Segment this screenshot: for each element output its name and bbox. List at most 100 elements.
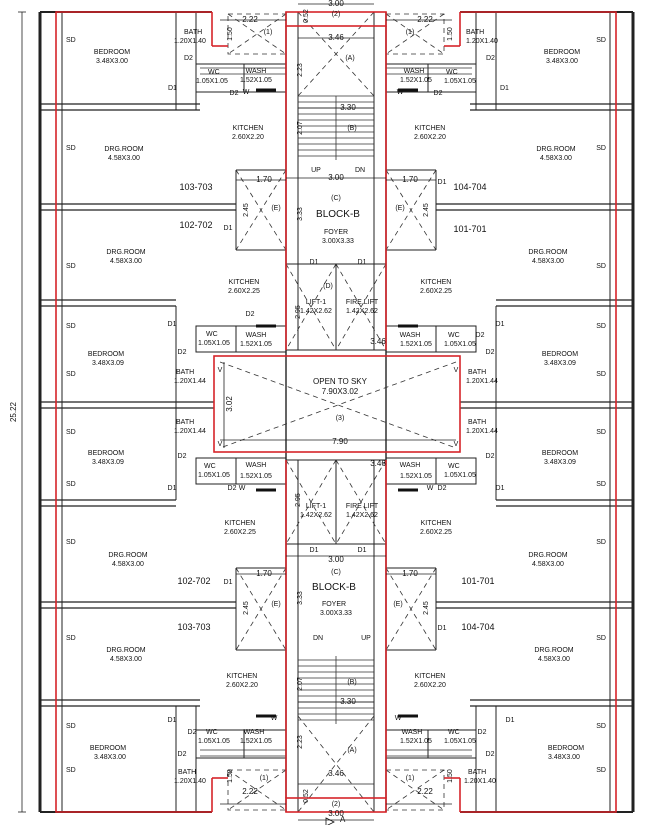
small-150-br: 1.50: [447, 769, 454, 783]
corridor-dim-bl: 2.22: [242, 787, 258, 796]
d2-r1: D2: [486, 55, 495, 62]
kitchen-dim-l5: 2.60X2.25: [224, 529, 256, 536]
w-r6: W: [395, 715, 402, 722]
drg-name-l5: DRG.ROOM: [108, 552, 147, 559]
sd-l3: SD: [66, 263, 76, 270]
top-marker-2: (2): [332, 11, 341, 18]
foyer-width-bottom: 3.00: [328, 555, 344, 564]
lift-name-bottom: LIFT-1: [306, 503, 326, 510]
kitchen-dim-l6: 2.60X2.20: [226, 682, 258, 689]
sd-l6b: SD: [66, 723, 76, 730]
sd-l4b: SD: [66, 481, 76, 488]
bedroom-name-r4: BEDROOM: [542, 450, 578, 457]
section-arrow-icon: [325, 817, 335, 825]
wash-name-l4: WASH: [246, 462, 267, 469]
wc-dim-l3: 1.05X1.05: [198, 340, 230, 347]
bedroom-dim-r1: 3.48X3.00: [546, 58, 578, 65]
corridor-dim-tl: 2.22: [242, 15, 258, 24]
drg-name-r2: DRG.ROOM: [536, 146, 575, 153]
e-height-bl: 2.45: [243, 601, 250, 615]
wash-dim-r3: 1.52X1.05: [400, 341, 432, 348]
marker-1-tl: (1): [264, 29, 273, 36]
marker-c-top: (C): [331, 195, 341, 202]
marker-c-bottom: (C): [331, 569, 341, 576]
bedroom-name-l6: BEDROOM: [90, 745, 126, 752]
e-width-tr: 1.70: [402, 175, 418, 184]
bedroom-name-r3: BEDROOM: [542, 351, 578, 358]
kitchen-dim-r2: 2.60X2.20: [414, 134, 446, 141]
wash-dim-r6: 1.52X1.05: [400, 738, 432, 745]
unit-102-702-bottom: 102-702: [177, 576, 210, 586]
block-label-bottom: BLOCK-B: [312, 582, 356, 593]
bath-dim-l6: 1.20X1.40: [174, 778, 206, 785]
wash-name-r3: WASH: [400, 332, 421, 339]
fire-lift-dim-top: 1.42X2.62: [346, 308, 378, 315]
d1-lift-top-l: D1: [310, 259, 319, 266]
marker-e-tl: (E): [271, 205, 280, 212]
unit-103-703-top: 103-703: [179, 182, 212, 192]
sd-r3: SD: [596, 263, 606, 270]
d2-r4: D2: [486, 453, 495, 460]
wash-name-r6: WASH: [402, 729, 423, 736]
bedroom-dim-r6: 3.48X3.00: [548, 754, 580, 761]
drg-name-l2: DRG.ROOM: [104, 146, 143, 153]
stair-width-mid-top: 3.46: [370, 337, 386, 346]
sd-l6c: SD: [66, 767, 76, 774]
sd-r3b: SD: [596, 323, 606, 330]
wash-dim-r1: 1.52X1.05: [400, 77, 432, 84]
foyer-span-bottom: 3.33: [297, 591, 304, 605]
open-to-sky-name: OPEN TO SKY: [313, 377, 368, 386]
bath-dim-r3: 1.20X1.44: [466, 378, 498, 385]
d2-wc-r1: D2: [434, 90, 443, 97]
drg-dim-l3: 4.58X3.00: [110, 258, 142, 265]
foyer-name-bottom: FOYER: [322, 601, 346, 608]
sd-r3c: SD: [596, 371, 606, 378]
corridor-dim-tr: 2.22: [417, 15, 433, 24]
kitchen-name-r3: KITCHEN: [421, 279, 452, 286]
wc-name-l3: WC: [206, 331, 218, 338]
landing-top: 3.30: [340, 103, 356, 112]
d1-r4: D1: [496, 485, 505, 492]
kitchen-name-l3: KITCHEN: [229, 279, 260, 286]
bath-name-r3: BATH: [468, 369, 486, 376]
bedroom-name-l3: BEDROOM: [88, 351, 124, 358]
bath-name-r6: BATH: [468, 769, 486, 776]
d2-wash-r4: D2: [438, 485, 447, 492]
bottom-width-dim: 3.00: [328, 809, 344, 818]
fire-lift-dim-bottom: 1.42X2.62: [346, 512, 378, 519]
stair-depth-bottom: 2.07: [297, 677, 304, 691]
bedroom-dim-r3: 3.48X3.09: [544, 360, 576, 367]
stair-width-bottom: 3.46: [328, 769, 344, 778]
wash-name-l1: WASH: [246, 68, 267, 75]
door-marks: [256, 88, 418, 718]
bath-dim-l1: 1.20X1.40: [174, 38, 206, 45]
wash-name-r4: WASH: [400, 462, 421, 469]
sd-l6: SD: [66, 635, 76, 642]
sd-l5: SD: [66, 539, 76, 546]
sd-r2: SD: [596, 145, 606, 152]
fire-lift-name-bottom: FIRE LIFT: [346, 503, 379, 510]
d-l5: D1: [224, 579, 233, 586]
red-boundary: [55, 11, 617, 813]
foyer-dim-bottom: 3.00X3.33: [320, 610, 352, 617]
drg-name-r6: DRG.ROOM: [534, 647, 573, 654]
marker-3: (3): [336, 415, 345, 422]
unit-104-704-top: 104-704: [453, 182, 486, 192]
d2-wc-l1: D2: [230, 90, 239, 97]
sd-r1: SD: [596, 37, 606, 44]
d2-r3: D2: [476, 332, 485, 339]
block-label-top: BLOCK-B: [316, 209, 360, 220]
wc-dim-r1: 1.05X1.05: [444, 78, 476, 85]
marker-e-bl: (E): [271, 601, 280, 608]
stair-treads: [200, 67, 472, 757]
marker-d-top: (D): [323, 283, 333, 290]
sd-l1: SD: [66, 37, 76, 44]
wash-dim-l3: 1.52X1.05: [240, 341, 272, 348]
kitchen-name-r6: KITCHEN: [415, 673, 446, 680]
open-to-sky-dim: 7.90X3.02: [322, 387, 359, 396]
d1-l3: D1: [168, 321, 177, 328]
drg-dim-r6: 4.58X3.00: [538, 656, 570, 663]
d-r2: D1: [438, 179, 447, 186]
bath-dim-l3: 1.20X1.44: [174, 378, 206, 385]
bath-name-r4: BATH: [468, 419, 486, 426]
